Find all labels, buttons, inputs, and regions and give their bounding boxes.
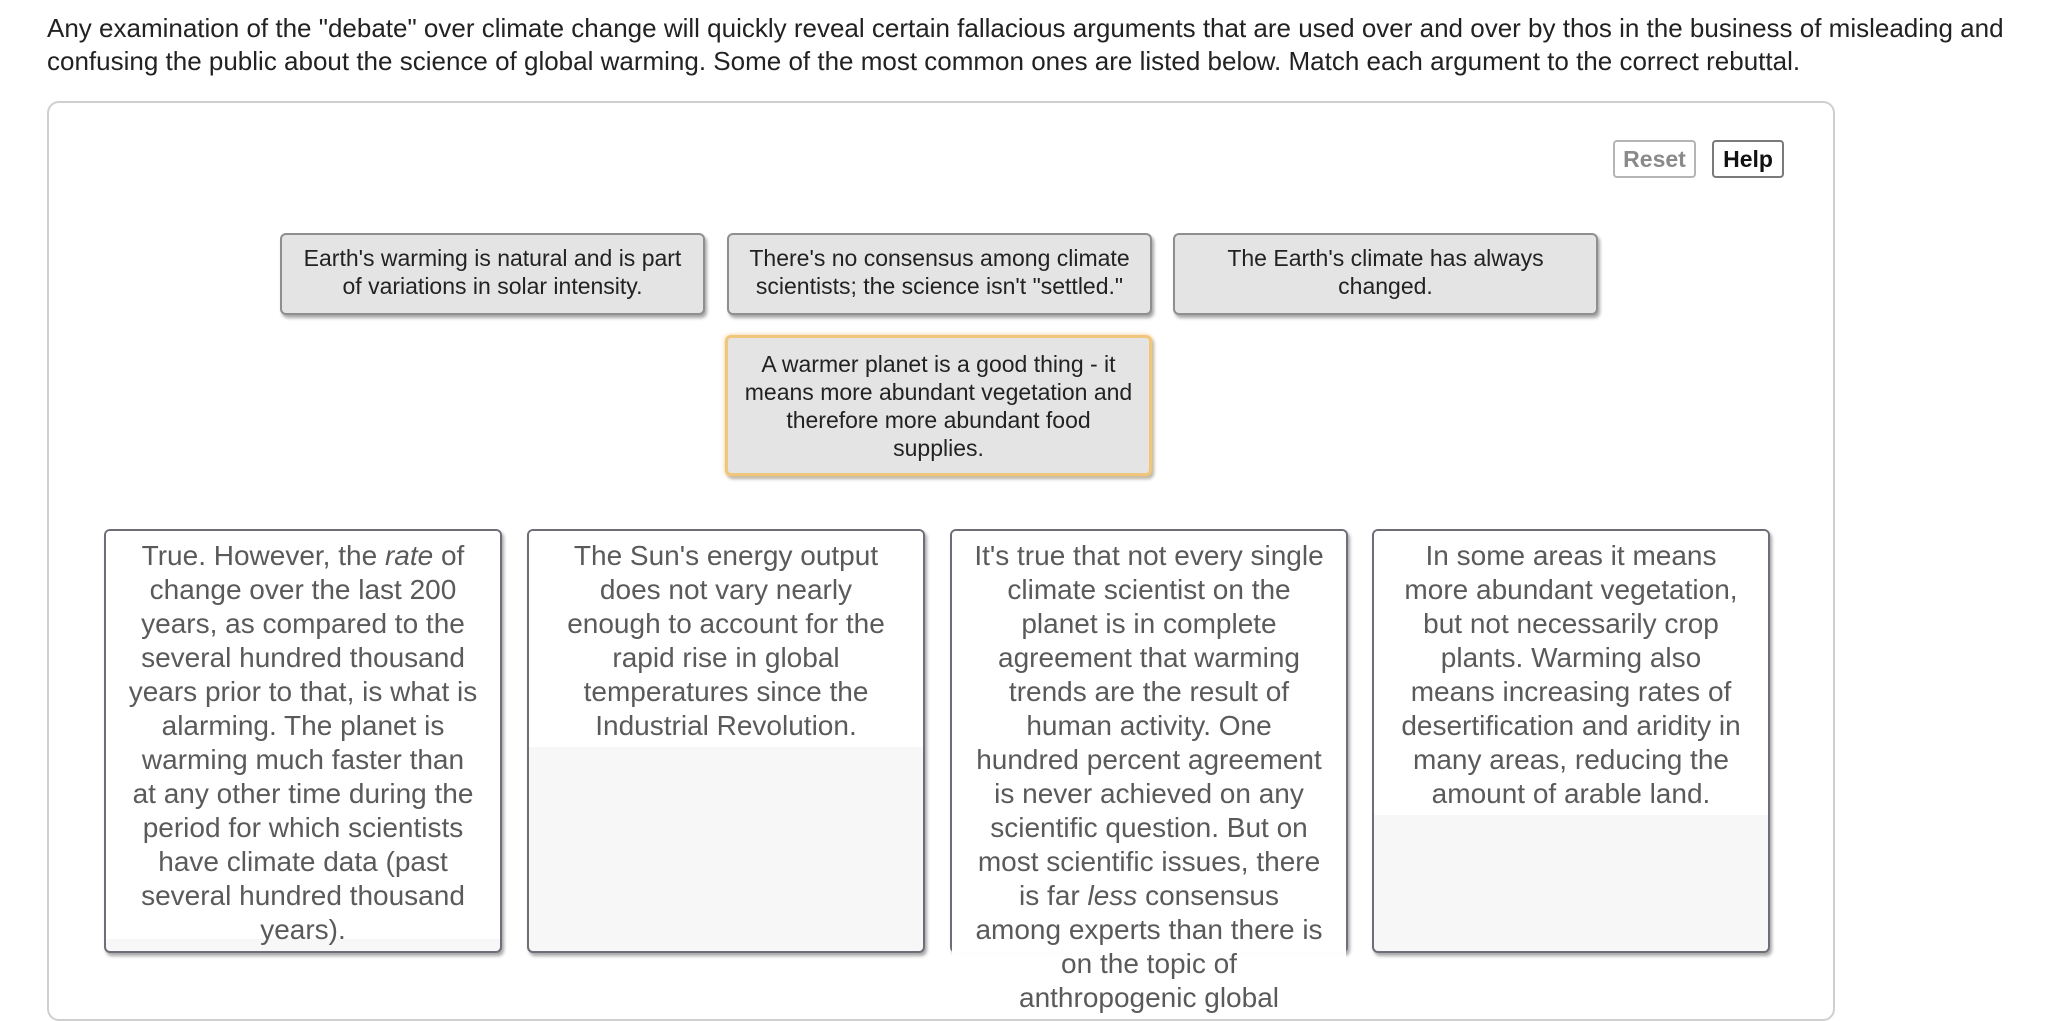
- rebuttal-text: It's true that not every single climate …: [952, 531, 1346, 1013]
- argument-card-warmer-good[interactable]: A warmer planet is a good thing - it mea…: [725, 335, 1152, 476]
- rebuttal-dropzone-rate-of-change[interactable]: True. However, the rate of change over t…: [104, 529, 502, 953]
- rebuttal-dropzone-vegetation[interactable]: In some areas it means more abundant veg…: [1372, 529, 1770, 953]
- rebuttal-text: True. However, the rate of change over t…: [106, 531, 500, 945]
- rebuttal-emphasis: less: [1087, 880, 1138, 911]
- argument-card-consensus[interactable]: There's no consensus among climate scien…: [727, 233, 1152, 315]
- rebuttal-dropzone-sun-output[interactable]: The Sun's energy output does not vary ne…: [527, 529, 925, 953]
- argument-card-solar[interactable]: Earth's warming is natural and is part o…: [280, 233, 705, 315]
- rebuttal-text-part: In some areas it means more abundant veg…: [1401, 540, 1741, 809]
- rebuttal-text-part: True. However, the: [141, 540, 385, 571]
- instructions-text: Any examination of the "debate" over cli…: [47, 13, 2004, 76]
- rebuttal-text-part: of change over the last 200 years, as co…: [128, 540, 478, 945]
- rebuttal-text: In some areas it means more abundant veg…: [1374, 531, 1768, 815]
- rebuttal-text-part: The Sun's energy output does not vary ne…: [567, 540, 885, 741]
- argument-card-always-changed[interactable]: The Earth's climate has always changed.: [1173, 233, 1598, 315]
- rebuttal-dropzone-consensus[interactable]: It's true that not every single climate …: [950, 529, 1348, 1013]
- help-button[interactable]: Help: [1712, 140, 1784, 178]
- rebuttal-text: The Sun's energy output does not vary ne…: [529, 531, 923, 747]
- reset-button[interactable]: Reset: [1613, 140, 1696, 178]
- rebuttal-emphasis: rate: [384, 540, 434, 571]
- rebuttal-text-part: It's true that not every single climate …: [974, 540, 1324, 911]
